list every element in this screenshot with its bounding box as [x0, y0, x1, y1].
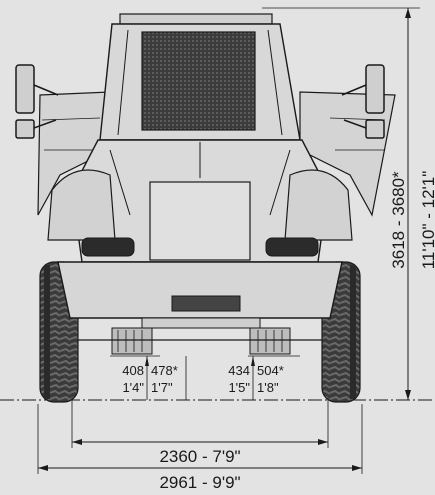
- overall-width-label: 2961 - 9'9": [159, 473, 240, 492]
- cab-window: [141, 31, 256, 131]
- left-mirror: [15, 64, 59, 139]
- clearance-left-b: 478*: [151, 363, 178, 378]
- clearance-right-a-imperial: 1'5": [228, 380, 250, 395]
- dump-body: [37, 91, 111, 216]
- right-mirror: [341, 64, 385, 139]
- clearance-right-b: 504*: [257, 363, 284, 378]
- track-width-dimension: [71, 398, 329, 448]
- ground-clearance-dimensions: [110, 355, 300, 400]
- clearance-right-b-imperial: 1'8": [257, 380, 279, 395]
- track-width-label: 2360 - 7'9": [159, 447, 240, 466]
- right-fender: [284, 169, 353, 241]
- height-dimension: [262, 7, 420, 400]
- left-fender: [47, 169, 116, 241]
- overall-width-dimension: [37, 404, 363, 474]
- front-bumper: [57, 261, 343, 319]
- front-axle: [78, 327, 322, 355]
- cab: [99, 13, 301, 141]
- clearance-left-a: 408: [122, 363, 144, 378]
- clearance-left-b-imperial: 1'7": [151, 380, 173, 395]
- right-headlight: [265, 237, 319, 257]
- overall-height-imperial-label: 11'10" - 12'1": [419, 171, 435, 270]
- clearance-right-a: 434: [228, 363, 250, 378]
- clearance-left-a-imperial: 1'4": [122, 380, 144, 395]
- front-grille: [149, 181, 251, 261]
- overall-height-label: 3618 - 3680*: [389, 171, 408, 269]
- left-headlight: [81, 237, 135, 257]
